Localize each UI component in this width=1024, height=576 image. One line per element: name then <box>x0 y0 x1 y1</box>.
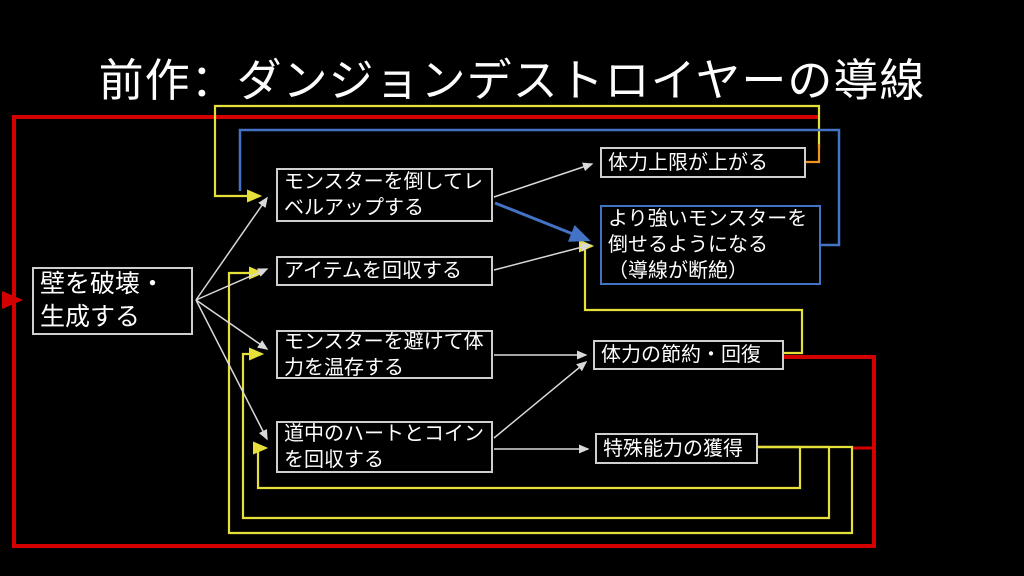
slide-title: 前作：ダンジョンデストロイヤーの導線 <box>98 55 926 106</box>
edge-levelup-to-hpmax <box>493 162 594 198</box>
node-hp-save: 体力の節約・回復 <box>593 340 784 370</box>
node-level-up: モンスターを倒してレ ベルアップする <box>276 168 493 222</box>
node-items: アイテムを回収する <box>276 256 493 286</box>
edge-hpmax-orange-stub <box>806 144 821 164</box>
edge-stronger-to-levelup <box>238 128 841 247</box>
edge-wall-to-collect <box>195 299 268 441</box>
node-wall: 壁を破壊・ 生成する <box>32 267 193 335</box>
edge-collect-to-hpsave <box>493 361 588 439</box>
edge-wall-to-items <box>195 268 269 301</box>
edge-special-to-items <box>227 266 854 535</box>
node-stronger: より強いモンスターを 倒せるようになる （導線が断絶） <box>600 205 821 285</box>
node-avoid: モンスターを避けて体 力を温存する <box>276 330 493 379</box>
edge-hpmax-to-levelup <box>213 104 821 203</box>
node-collect: 道中のハートとコイン を回収する <box>276 421 493 473</box>
edge-wall-to-levelup <box>195 196 268 301</box>
node-hp-max: 体力上限が上がる <box>600 147 806 178</box>
edge-wall-to-avoid <box>195 299 269 350</box>
edge-red-feedback-loop <box>2 115 876 548</box>
edge-levelup-to-stronger <box>494 201 591 242</box>
node-special: 特殊能力の獲得 <box>595 433 758 464</box>
edge-items-to-stronger <box>493 242 592 271</box>
